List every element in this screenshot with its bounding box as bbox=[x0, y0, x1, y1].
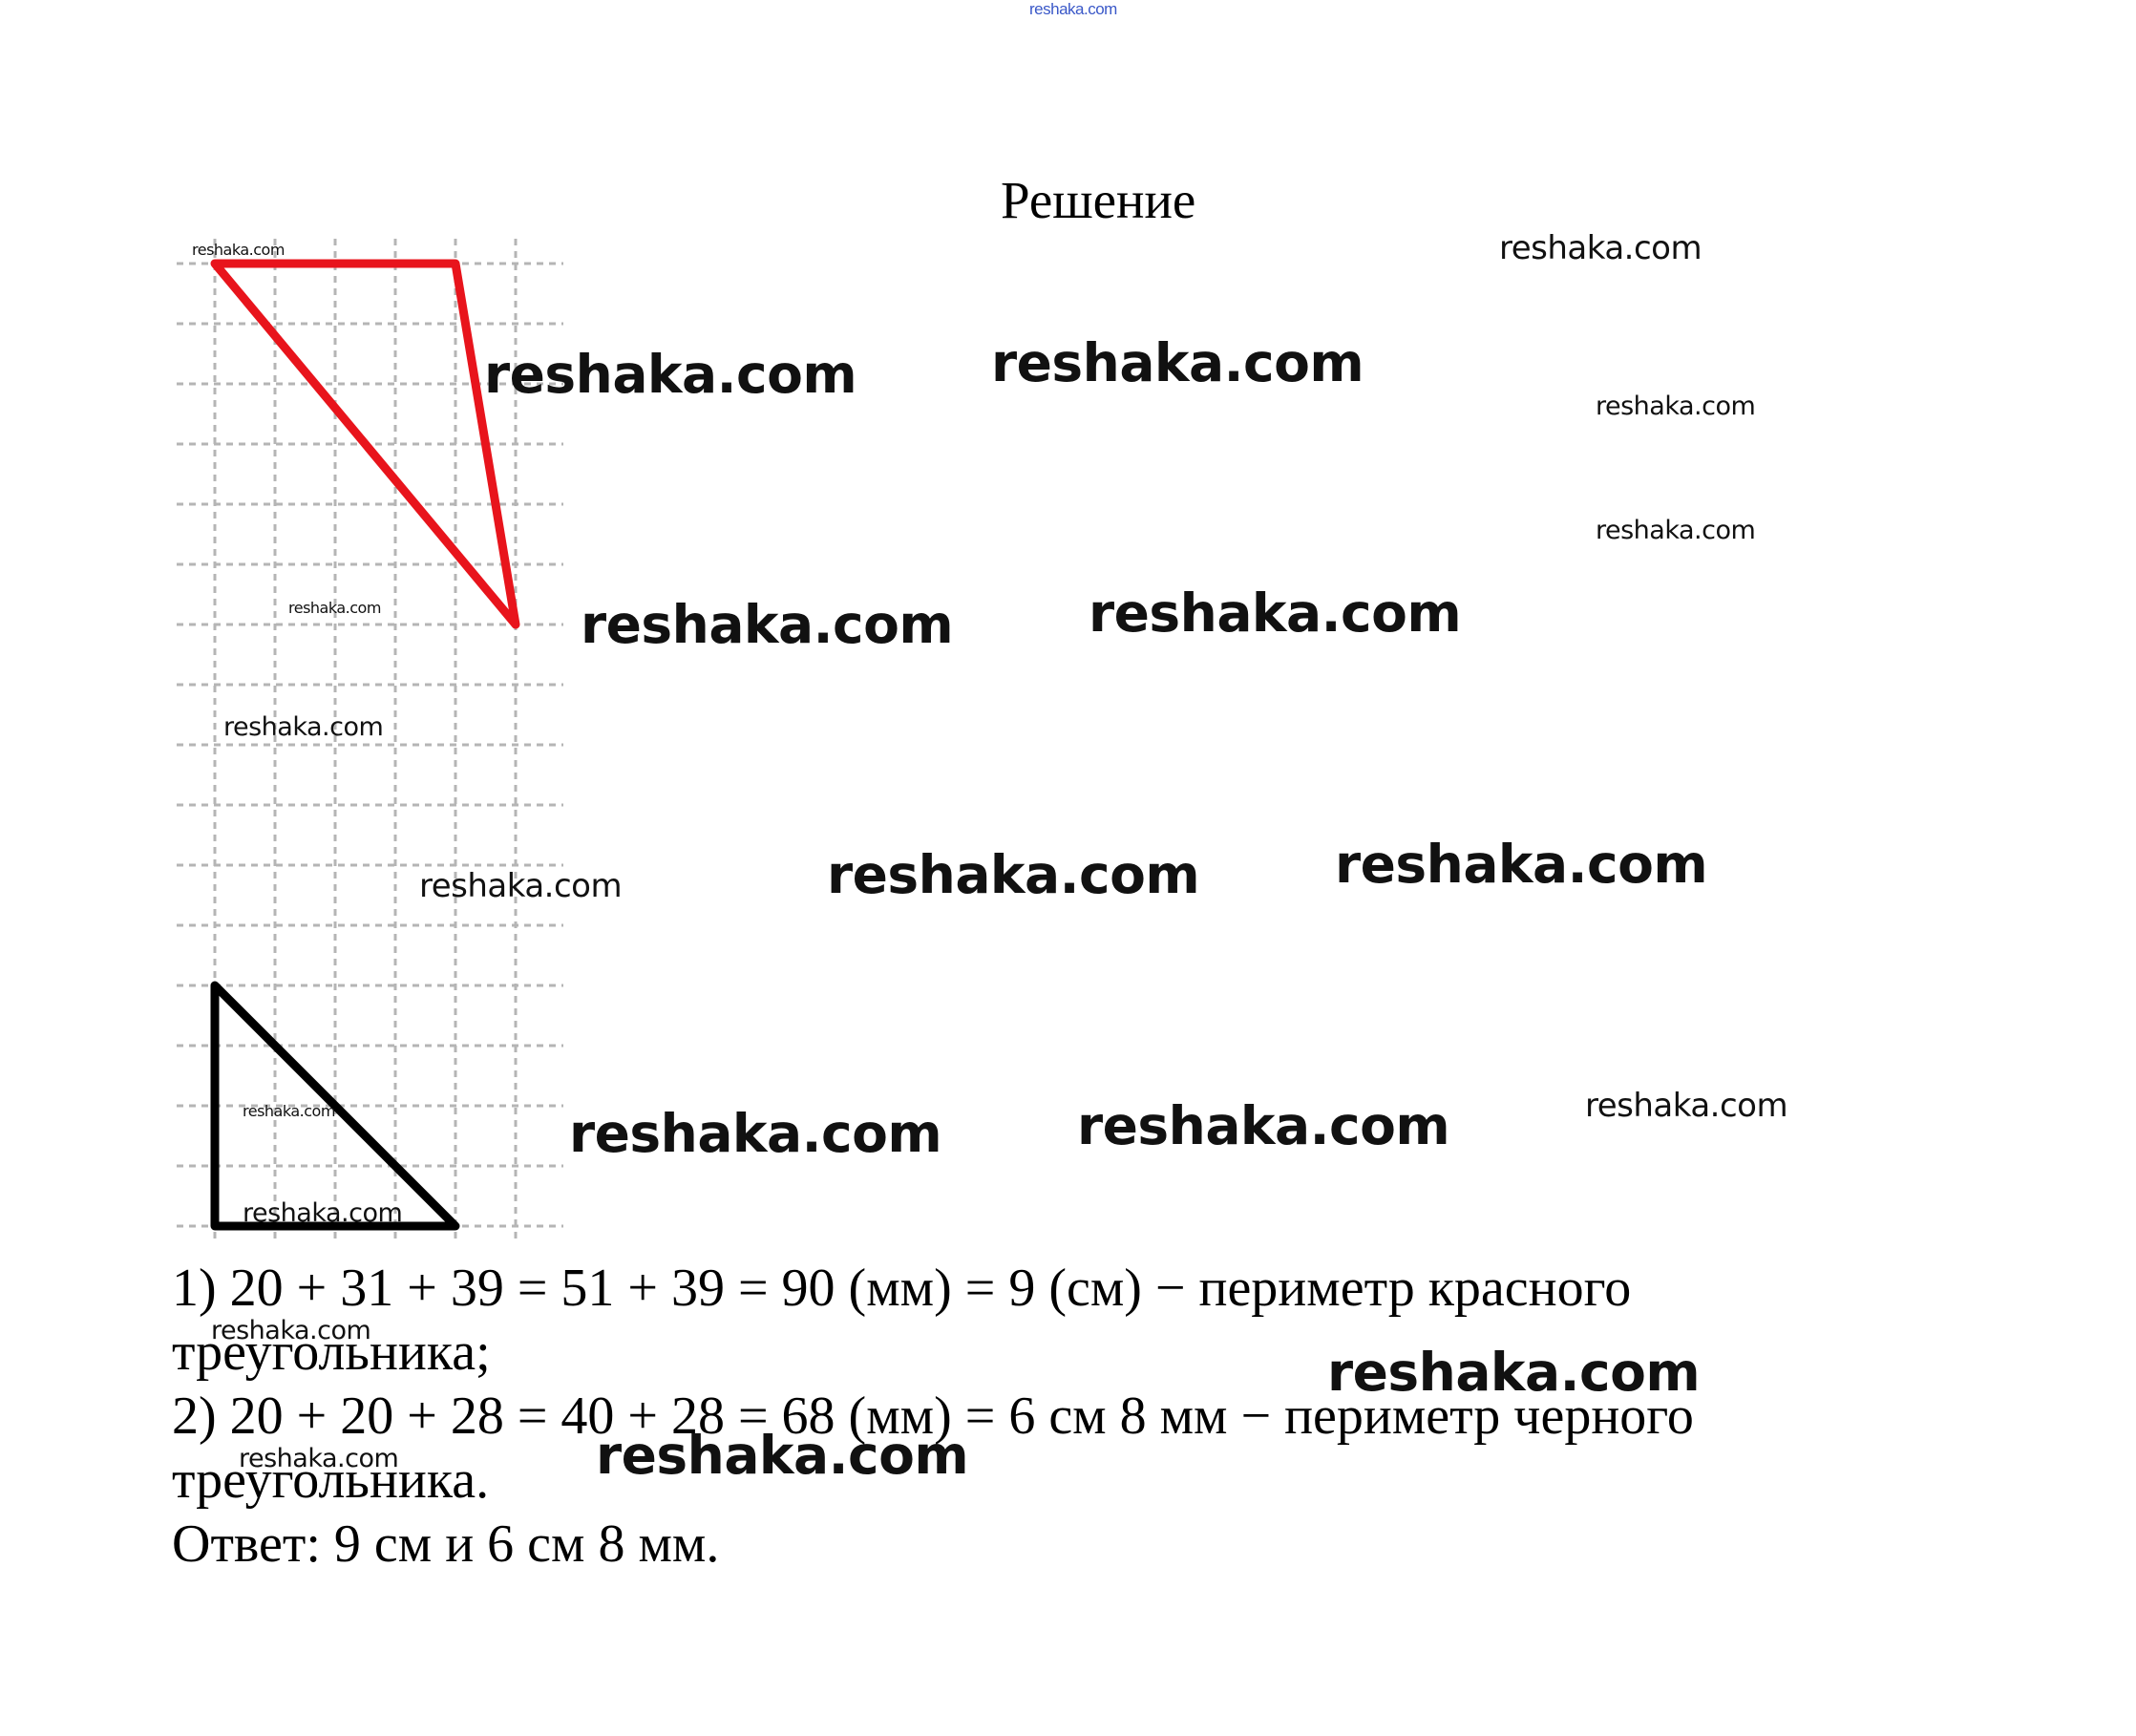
header-link[interactable]: reshaka.com bbox=[1029, 0, 1117, 18]
watermark: reshaka.com bbox=[243, 1198, 403, 1228]
watermark: reshaka.com bbox=[1077, 1095, 1450, 1156]
watermark: reshaka.com bbox=[1089, 582, 1462, 644]
page-title: Решение bbox=[1001, 171, 1196, 229]
watermark: reshaka.com bbox=[288, 599, 381, 617]
red-triangle bbox=[210, 259, 520, 629]
watermark: reshaka.com bbox=[211, 1316, 371, 1345]
watermark: reshaka.com bbox=[1596, 516, 1756, 545]
watermark: reshaka.com bbox=[239, 1444, 399, 1473]
solution-line-4: треугольника. bbox=[172, 1450, 490, 1510]
watermark: reshaka.com bbox=[569, 1103, 942, 1164]
watermark: reshaka.com bbox=[991, 332, 1364, 393]
black-triangle bbox=[210, 981, 460, 1231]
watermark: reshaka.com bbox=[827, 844, 1200, 905]
watermark: reshaka.com bbox=[1596, 392, 1756, 421]
solution-text: 1) 20 + 31 + 39 = 51 + 39 = 90 (мм) = 9 … bbox=[172, 1257, 1694, 1577]
solution-line-2: треугольника; bbox=[172, 1323, 491, 1382]
watermark: reshaka.com bbox=[223, 712, 384, 742]
watermark: reshaka.com bbox=[192, 241, 285, 259]
watermark: reshaka.com bbox=[1327, 1342, 1701, 1403]
watermark: reshaka.com bbox=[581, 594, 954, 655]
watermark: reshaka.com bbox=[596, 1425, 969, 1486]
watermark: reshaka.com bbox=[1585, 1087, 1788, 1125]
watermark: reshaka.com bbox=[484, 344, 857, 405]
watermark: reshaka.com bbox=[243, 1102, 335, 1120]
watermark: reshaka.com bbox=[419, 867, 623, 905]
solution-line-1: 1) 20 + 31 + 39 = 51 + 39 = 90 (мм) = 9 … bbox=[172, 1259, 1632, 1318]
solution-answer: Ответ: 9 см и 6 см 8 мм. bbox=[172, 1514, 720, 1574]
solution-line-3: 2) 20 + 20 + 28 = 40 + 28 = 68 (мм) = 6 … bbox=[172, 1387, 1694, 1446]
watermark: reshaka.com bbox=[1335, 834, 1708, 895]
watermark: reshaka.com bbox=[1499, 229, 1702, 267]
